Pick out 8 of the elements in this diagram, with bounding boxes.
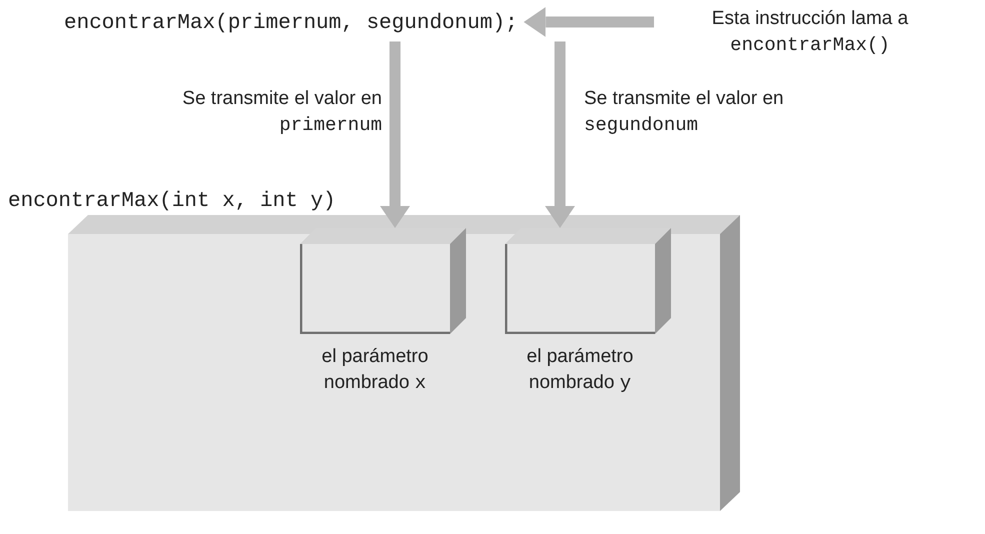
function-call-code: encontrarMax(primernum, segundonum); bbox=[64, 12, 518, 35]
parameter-caption: el parámetro nombrado y bbox=[526, 345, 634, 396]
parameter-caption: el parámetro nombrado x bbox=[320, 345, 430, 396]
arrow bbox=[524, 7, 654, 37]
function-header-code: encontrarMax(int x, int y) bbox=[8, 189, 336, 215]
arrow bbox=[380, 42, 410, 228]
arrow bbox=[545, 42, 575, 228]
annotation-note: Esta instrucción lama a encontrarMax() bbox=[710, 7, 910, 58]
